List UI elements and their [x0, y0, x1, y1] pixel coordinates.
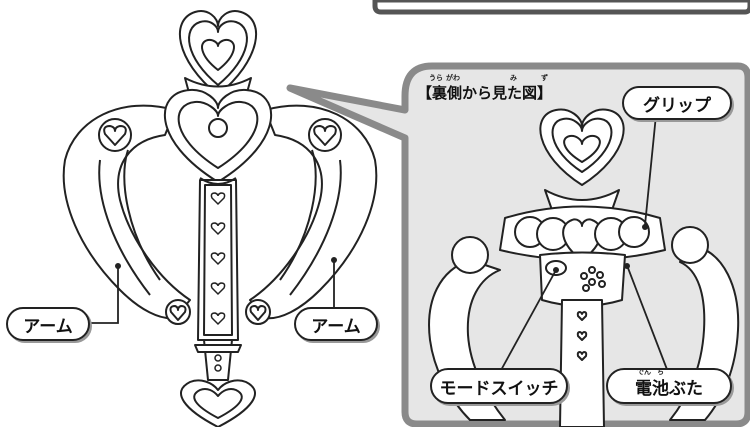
leader-battery-cover	[627, 267, 669, 373]
leader-mode-switch	[499, 269, 557, 373]
ruby-chi: ち	[657, 367, 664, 376]
shaft-hearts	[210, 192, 226, 372]
label-battery-cover: でん ち 電池ぶた	[606, 368, 732, 404]
label-mode-switch: モードスイッチ	[430, 368, 568, 404]
leader-dots	[115, 224, 648, 273]
wand-front	[62, 10, 378, 427]
label-arm-right: アーム	[294, 307, 378, 341]
battery-cover-text-wrap: でん ち 電池ぶた	[635, 368, 703, 399]
ruby-gawa: がわ	[446, 74, 460, 82]
top-callout-frame	[372, 0, 750, 15]
leader-arm-left	[80, 268, 119, 324]
arm-right-shape	[249, 104, 378, 320]
ruby-mi: み	[510, 74, 517, 82]
label-arm-left: アーム	[6, 307, 90, 341]
battery-cover-text: 電池ぶた	[635, 378, 703, 399]
ruby-zu: ず	[541, 74, 548, 82]
label-grip: グリップ	[622, 86, 732, 120]
arm-left-shape	[62, 104, 191, 320]
ruby-ura: うら	[429, 74, 443, 82]
back-view-title: 【裏側から見た図】	[417, 84, 553, 102]
leader-grip	[644, 114, 657, 226]
ruby-den: でん	[637, 367, 651, 376]
